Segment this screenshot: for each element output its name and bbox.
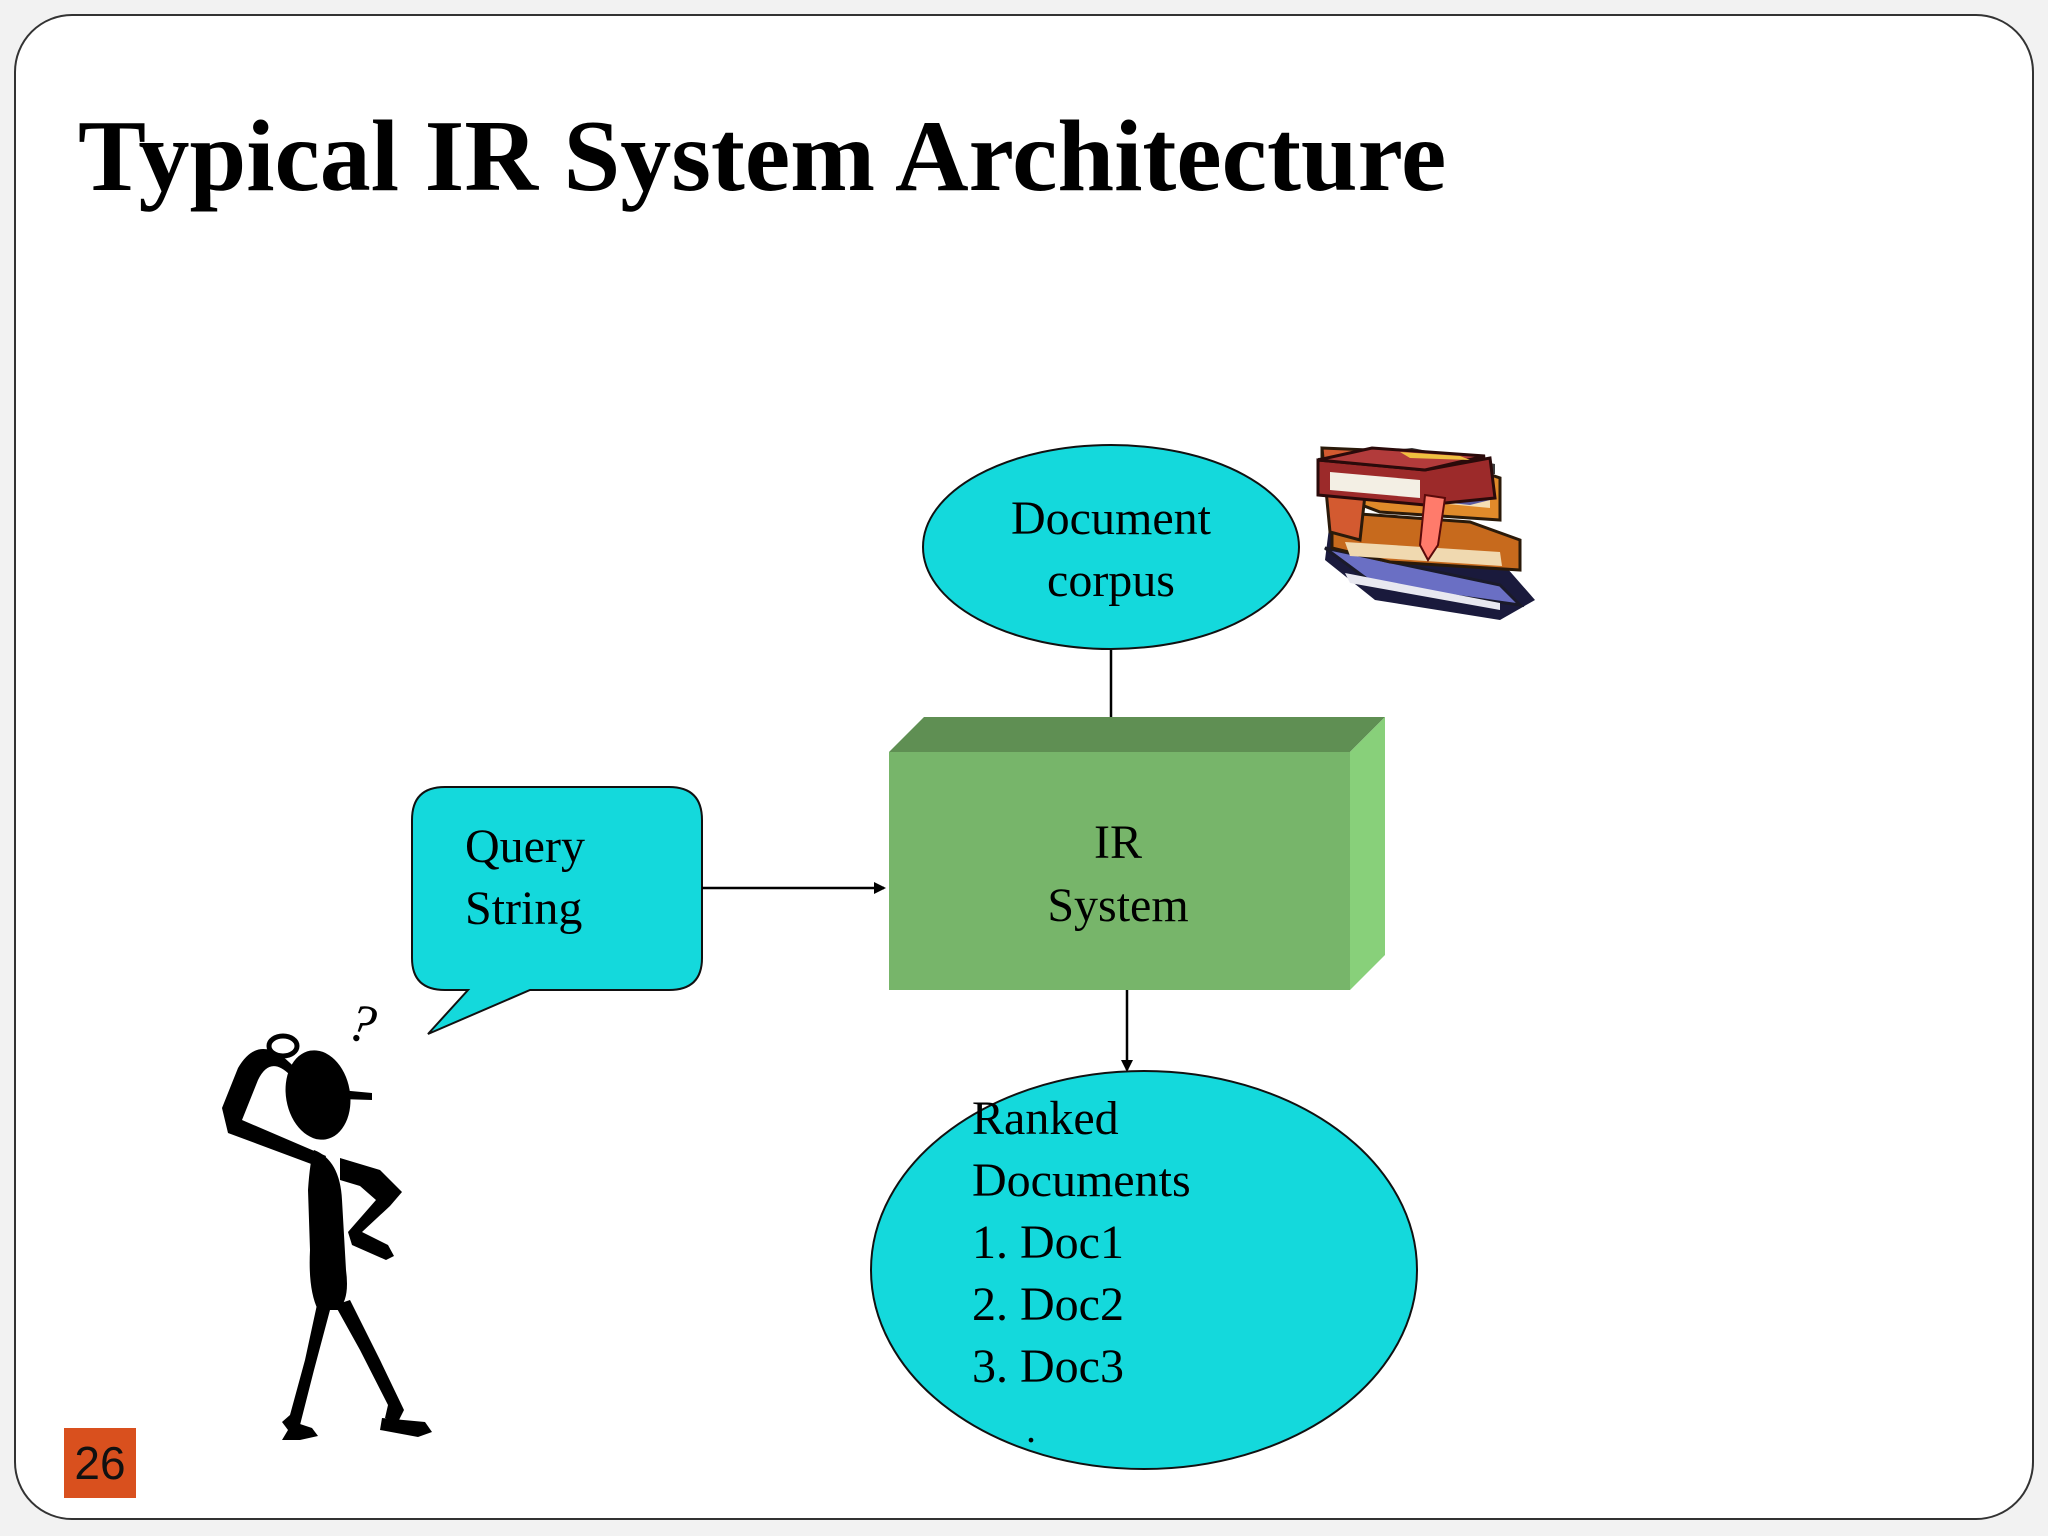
ranked-documents-label-line1: Ranked bbox=[972, 1092, 1119, 1145]
ranked-documents-node: Ranked Documents 1. Doc1 2. Doc2 3. Doc3… bbox=[870, 1070, 1418, 1470]
ranked-doc-item-2: 2. Doc2 bbox=[972, 1278, 1124, 1331]
query-string-bubble: Query String bbox=[411, 786, 703, 1035]
ir-system-label-line2: System bbox=[1047, 879, 1188, 932]
document-corpus-node: Document corpus bbox=[922, 444, 1300, 650]
question-mark-glyph: ? bbox=[342, 991, 381, 1055]
ir-system-label-line1: IR bbox=[1094, 816, 1142, 869]
ranked-doc-ellipsis: . bbox=[1026, 1406, 1036, 1451]
ranked-doc-item-1: 1. Doc1 bbox=[972, 1216, 1124, 1269]
document-corpus-label-line2: corpus bbox=[1047, 554, 1175, 607]
document-corpus-label-line1: Document bbox=[1011, 492, 1212, 545]
ranked-documents-label-line2: Documents bbox=[972, 1154, 1191, 1207]
ranked-doc-item-3: 3. Doc3 bbox=[972, 1340, 1124, 1393]
query-string-label-line1: Query bbox=[465, 820, 585, 873]
thinking-person-icon: ? bbox=[222, 991, 432, 1440]
slide-title: Typical IR System Architecture bbox=[78, 100, 1447, 213]
page-number-badge: 26 bbox=[64, 1428, 136, 1498]
ir-system-node: IR System bbox=[889, 717, 1385, 990]
books-clipart-icon bbox=[1316, 446, 1535, 620]
query-string-label-line2: String bbox=[465, 882, 582, 935]
